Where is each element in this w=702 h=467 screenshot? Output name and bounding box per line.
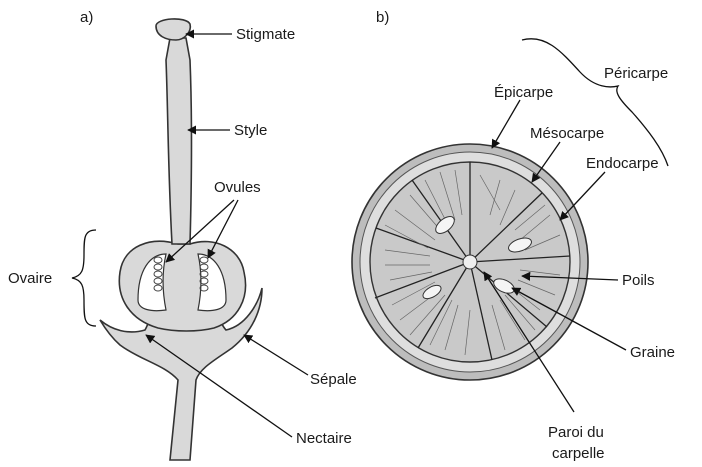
ovaire-brace (72, 230, 96, 326)
stigmate-label: Stigmate (236, 26, 295, 43)
fruit-section (352, 144, 588, 380)
stigma (156, 19, 190, 40)
epicarpe-label: Épicarpe (494, 84, 553, 101)
panel-a-letter: a) (80, 9, 93, 26)
nectaire-label: Nectaire (296, 430, 352, 447)
endocarpe-label: Endocarpe (586, 155, 659, 172)
ovary (119, 241, 245, 331)
paroi-label-line1: Paroi du (548, 424, 604, 441)
central-axis (463, 255, 477, 269)
epicarpe-arrow (492, 100, 520, 148)
paroi-label-line2: carpelle (552, 445, 605, 462)
panel-b-letter: b) (376, 9, 389, 26)
graine-label: Graine (630, 344, 675, 361)
sepale-arrow (244, 335, 308, 375)
sepale-label: Sépale (310, 371, 357, 388)
mesocarpe-label: Mésocarpe (530, 125, 604, 142)
style-label: Style (234, 122, 267, 139)
pericarpe-brace (522, 39, 668, 166)
poils-label: Poils (622, 272, 655, 289)
ovaire-label: Ovaire (8, 270, 52, 287)
pericarpe-label: Péricarpe (604, 65, 668, 82)
style (166, 38, 192, 244)
ovules-label: Ovules (214, 179, 261, 196)
flower-section (100, 19, 262, 460)
